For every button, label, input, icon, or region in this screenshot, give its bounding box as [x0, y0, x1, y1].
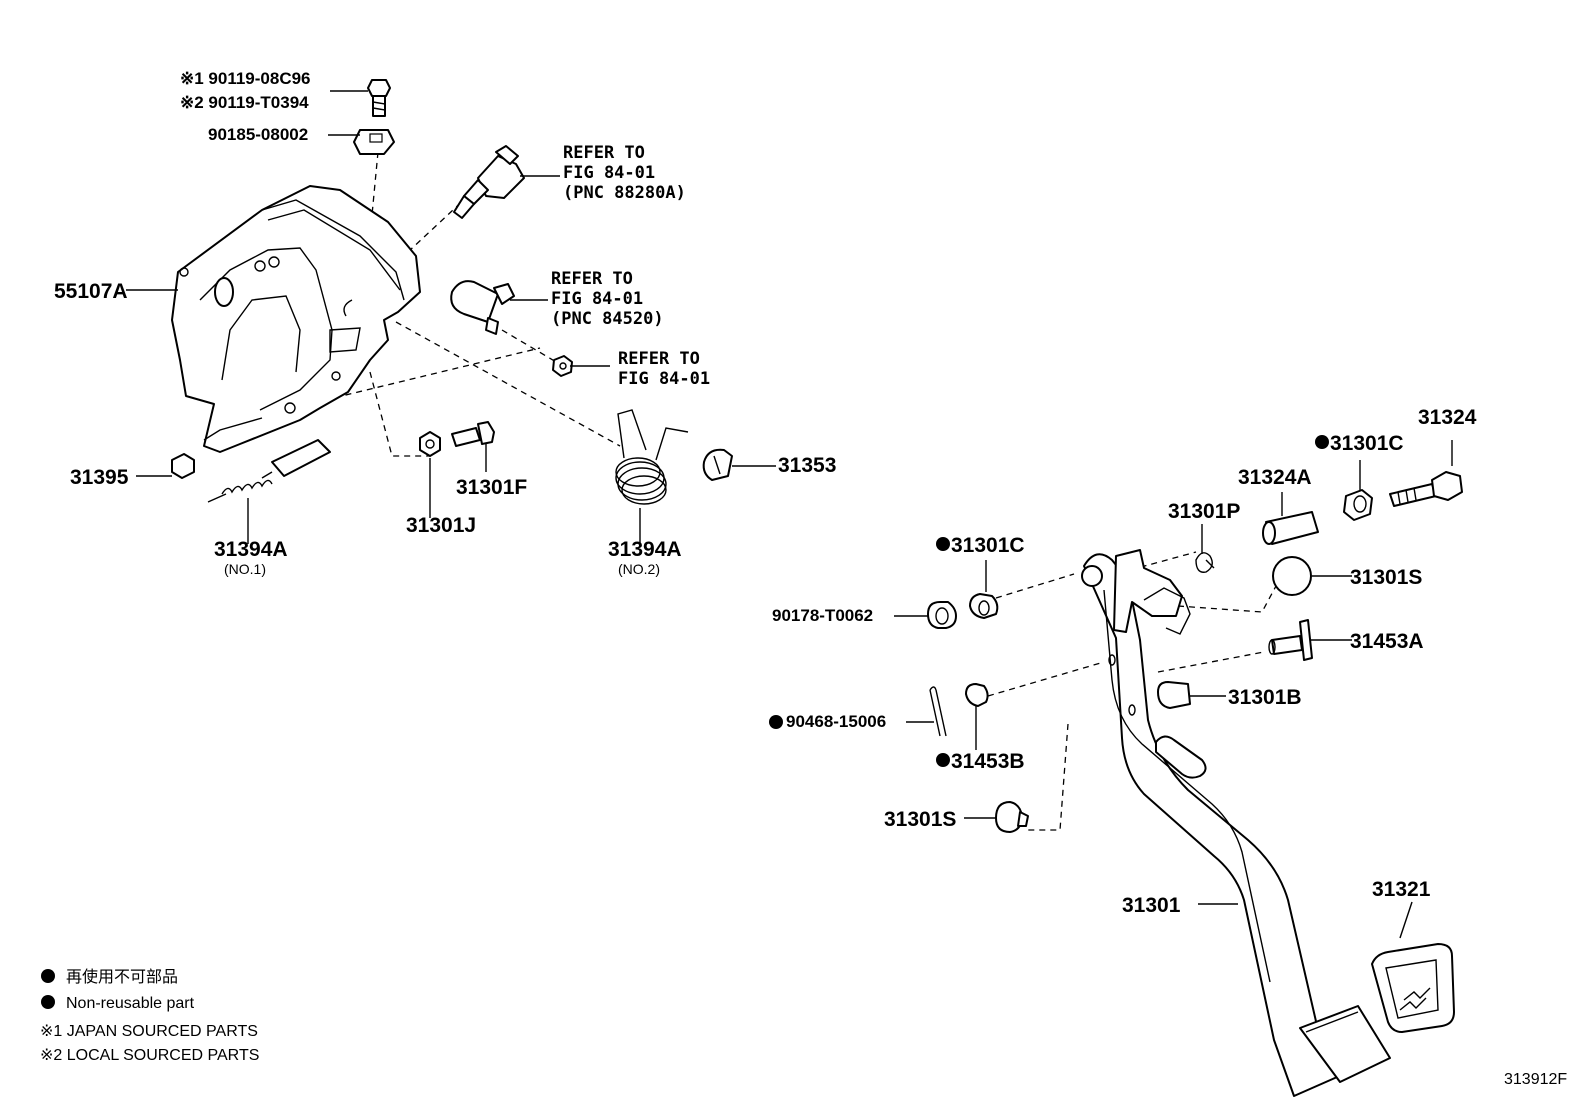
non-reusable-dot-31453B	[936, 753, 950, 767]
label-31301S-top: 31301S	[1350, 566, 1422, 589]
label-31394A-no1-note: (NO.1)	[224, 561, 266, 577]
clutch-pedal-31301-drawing	[1081, 549, 1391, 1097]
legend-dot-jp	[41, 969, 55, 983]
stopper-31301S-bottom-drawing	[995, 801, 1029, 833]
pedal-pad-31321-drawing	[1371, 943, 1455, 1033]
label-31301P: 31301P	[1168, 500, 1240, 523]
label-31453B: 31453B	[951, 750, 1025, 773]
label-31301F: 31301F	[456, 476, 527, 499]
clip-31353-drawing	[702, 448, 733, 481]
label-bolt-90119-2: ※2 90119-T0394	[180, 93, 309, 112]
legend-non-reusable-en: Non-reusable part	[66, 995, 195, 1012]
label-ref2-line3: (PNC 84520)	[551, 309, 664, 329]
nut-90178-drawing	[927, 601, 957, 629]
collar-31301C-left-drawing	[969, 593, 999, 619]
label-31394A-no2: 31394A	[608, 538, 682, 561]
nut-refer-drawing	[552, 355, 573, 377]
label-ref1-line3: (PNC 88280A)	[563, 183, 686, 203]
bolt-31324-drawing	[1389, 471, 1463, 507]
label-bracket-55107A: 55107A	[54, 280, 128, 303]
bolt-31301F-drawing	[451, 421, 495, 447]
label-nut-90185: 90185-08002	[208, 125, 308, 144]
non-reusable-markers	[769, 435, 1329, 767]
nut-31301J-drawing	[419, 431, 441, 457]
label-ref2-line1: REFER TO	[551, 269, 633, 289]
collar-31301C-top-drawing	[1343, 489, 1373, 521]
label-31301C-left: 31301C	[951, 534, 1025, 557]
label-31395: 31395	[70, 466, 129, 489]
label-ref1-line2: FIG 84-01	[563, 163, 655, 183]
label-ref3-line2: FIG 84-01	[618, 369, 710, 389]
spring-31394A-no2-drawing	[615, 409, 689, 505]
label-31353: 31353	[778, 454, 836, 477]
clip-31301P-drawing	[1195, 552, 1215, 573]
label-31324: 31324	[1418, 406, 1477, 429]
label-31301B: 31301B	[1228, 686, 1302, 709]
leader-lines	[126, 90, 1453, 939]
spring-31394A-no1-drawing	[207, 439, 331, 503]
bolt-90119-drawing	[367, 79, 391, 117]
figure-id: 313912F	[1504, 1071, 1567, 1088]
switch-84520-drawing	[450, 280, 515, 335]
label-ref2-line2: FIG 84-01	[551, 289, 643, 309]
label-31301: 31301	[1122, 894, 1181, 917]
pedal-bracket-55107A-drawing	[171, 185, 421, 453]
legend-note-2: ※2 LOCAL SOURCED PARTS	[40, 1047, 259, 1064]
label-31394A-no2-note: (NO.2)	[618, 561, 660, 577]
pipe-31324A-drawing	[1262, 511, 1319, 545]
pin-31453A-drawing	[1268, 619, 1313, 661]
legend: 再使用不可部品 Non-reusable part ※1 JAPAN SOURC…	[40, 968, 259, 1064]
label-31453A: 31453A	[1350, 630, 1424, 653]
label-ref1-line1: REFER TO	[563, 143, 645, 163]
bushing-31395-drawing	[171, 453, 195, 479]
non-reusable-dot-90468	[769, 715, 783, 729]
label-31301J: 31301J	[406, 514, 476, 537]
label-31394A-no1: 31394A	[214, 538, 288, 561]
label-90468: 90468-15006	[786, 712, 886, 731]
switch-88280A-drawing	[453, 145, 525, 219]
label-31324A: 31324A	[1238, 466, 1312, 489]
ball-31301S-top-drawing	[1272, 556, 1312, 596]
legend-non-reusable-jp: 再使用不可部品	[66, 968, 178, 986]
bushing-31453B-drawing	[965, 683, 989, 707]
part-labels: ※1 90119-08C96 ※2 90119-T0394 90185-0800…	[54, 69, 1477, 917]
clip-nut-90185-drawing	[353, 129, 395, 155]
cushion-31301B-drawing	[1157, 681, 1191, 709]
non-reusable-dot-31301C-left	[936, 537, 950, 551]
cotter-pin-90468-drawing	[929, 686, 947, 737]
legend-note-1: ※1 JAPAN SOURCED PARTS	[40, 1023, 258, 1040]
label-ref3-line1: REFER TO	[618, 349, 700, 369]
label-31301S-bottom: 31301S	[884, 808, 956, 831]
legend-dot-en	[41, 995, 55, 1009]
label-bolt-90119-1: ※1 90119-08C96	[180, 69, 311, 88]
label-31321: 31321	[1372, 878, 1431, 901]
label-31301C-top: 31301C	[1330, 432, 1404, 455]
non-reusable-dot-31301C-top	[1315, 435, 1329, 449]
label-90178: 90178-T0062	[772, 606, 873, 625]
